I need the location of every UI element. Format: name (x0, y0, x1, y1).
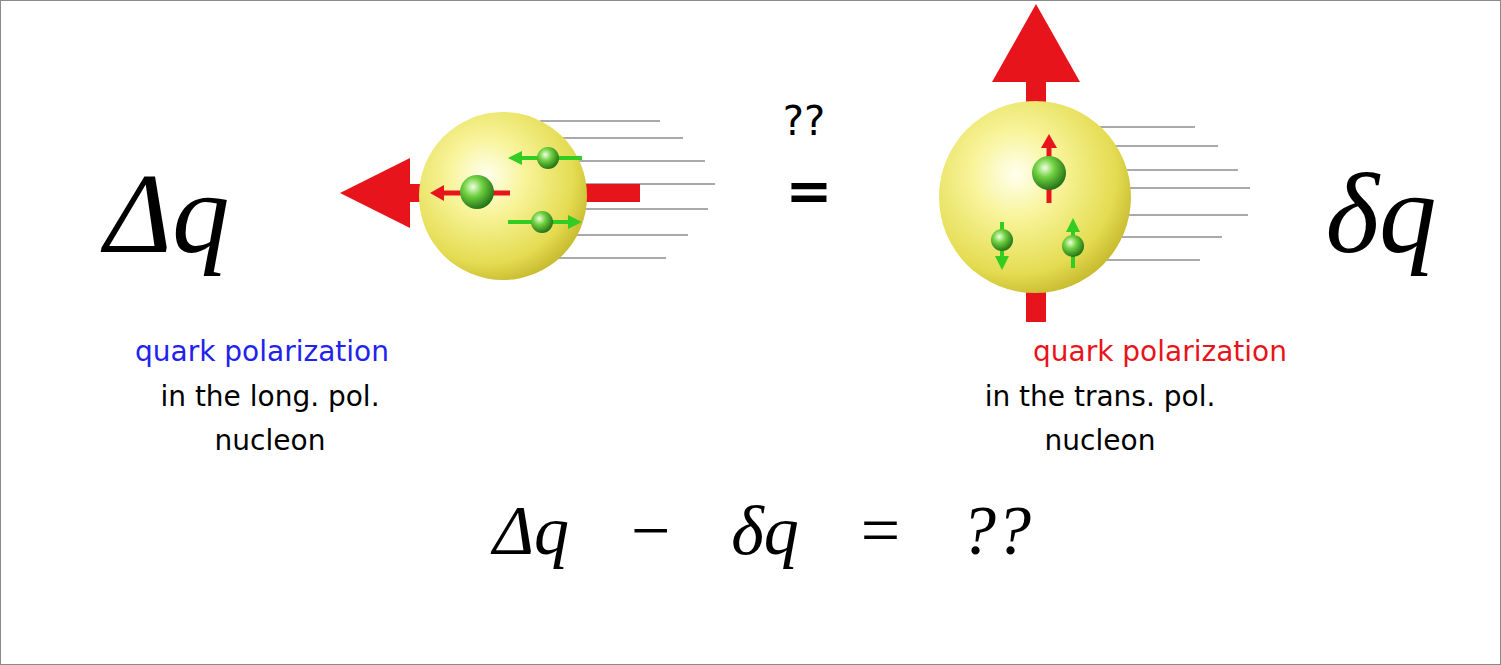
caption-body-box: in the trans. pol. nucleon (950, 375, 1250, 463)
helicity-symbol-box: Δq (105, 156, 230, 271)
caption-body: in the long. pol. nucleon (125, 375, 415, 463)
caption-body-box: in the long. pol. nucleon (125, 375, 415, 463)
caption-heading: quark polarization (135, 330, 389, 374)
caption-heading-box: quark polarization (135, 330, 389, 374)
caption-body: in the trans. pol. nucleon (950, 375, 1250, 463)
transversity-symbol-box: δq (1326, 156, 1437, 271)
quark-ball (537, 147, 559, 169)
quark-ball (1032, 156, 1066, 190)
quark-spin-arrowhead (1066, 218, 1080, 232)
quark-spin-arrowhead (568, 215, 582, 229)
quark-ball (991, 229, 1013, 251)
quark-spin-arrowhead (430, 185, 444, 201)
equals-sign: = (786, 163, 833, 219)
equals-sign-box: = (786, 163, 833, 219)
quark-ball (531, 211, 553, 233)
quark-ball (460, 175, 494, 209)
motion-line (1090, 127, 1195, 128)
spin-arrow-head (992, 4, 1080, 82)
question-marks-box: ?? (783, 101, 825, 141)
caption-heading-box: quark polarization (1033, 330, 1287, 374)
quark-spin-arrowhead (1041, 134, 1057, 148)
spin-arrow-head (340, 158, 410, 228)
equation: Δq − δq = ?? (493, 496, 1031, 566)
quark-spin-arrowhead (995, 256, 1009, 270)
longitudinal-nucleon (340, 112, 715, 280)
nucleon-sphere (419, 112, 587, 280)
equation-box: Δq − δq = ?? (493, 496, 1031, 566)
quark-ball (1062, 235, 1084, 257)
question-marks: ?? (783, 101, 825, 141)
transverse-nucleon (939, 4, 1250, 322)
caption-heading: quark polarization (1033, 330, 1287, 374)
nucleon-sphere (939, 101, 1131, 293)
quark-spin-arrowhead (508, 151, 522, 165)
helicity-symbol: Δq (105, 156, 230, 271)
transversity-symbol: δq (1326, 156, 1437, 271)
motion-line (540, 121, 660, 122)
